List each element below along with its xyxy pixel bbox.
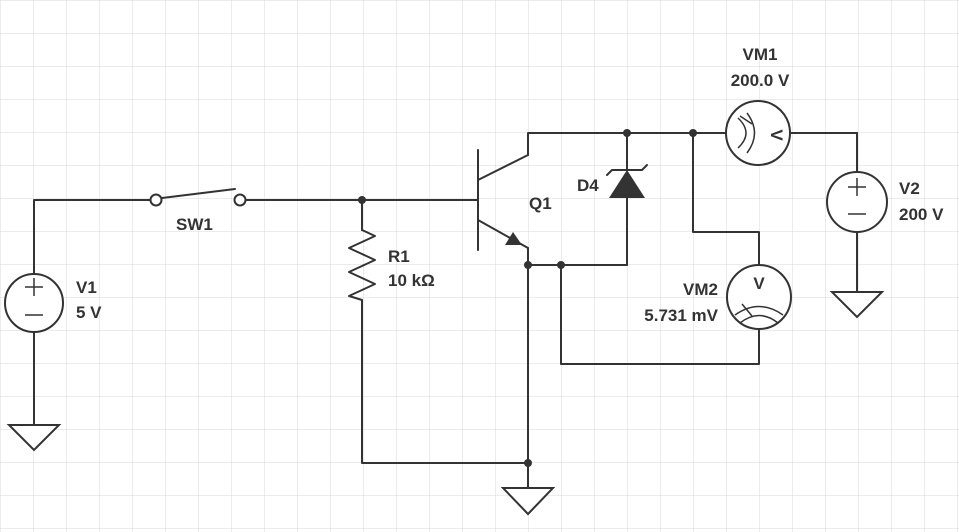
sw1-switch[interactable] (149, 188, 247, 207)
vm2-voltmeter[interactable] (726, 264, 792, 330)
r1-resistor[interactable] (348, 229, 376, 301)
vm1-voltmeter[interactable] (725, 100, 791, 166)
vm2-name: VM2 (683, 280, 718, 299)
wires (33, 132, 858, 489)
ground-v2-icon (829, 291, 885, 319)
vm1-name: VM1 (743, 45, 778, 64)
ground-v1-icon (6, 424, 62, 452)
junction-dots (358, 129, 697, 467)
vm2-symbol-icon: V (753, 274, 765, 293)
v1-value: 5 V (76, 303, 102, 322)
vm1-reading: 200.0 V (731, 71, 790, 90)
r1-value: 10 kΩ (388, 271, 435, 290)
v2-value: 200 V (899, 205, 944, 224)
vm1-symbol-icon: V (767, 129, 786, 141)
v2-source[interactable] (826, 171, 888, 233)
q1-name: Q1 (529, 194, 552, 213)
vm2-reading: 5.731 mV (644, 306, 718, 325)
ground-q1-icon (500, 487, 556, 516)
d4-zener-diode[interactable] (606, 164, 648, 198)
v1-name: V1 (76, 278, 97, 297)
d4-name: D4 (577, 176, 599, 195)
sw1-name: SW1 (176, 215, 213, 234)
v1-source[interactable] (4, 273, 64, 333)
r1-name: R1 (388, 247, 410, 266)
q1-transistor[interactable] (477, 149, 529, 251)
v2-name: V2 (899, 179, 920, 198)
